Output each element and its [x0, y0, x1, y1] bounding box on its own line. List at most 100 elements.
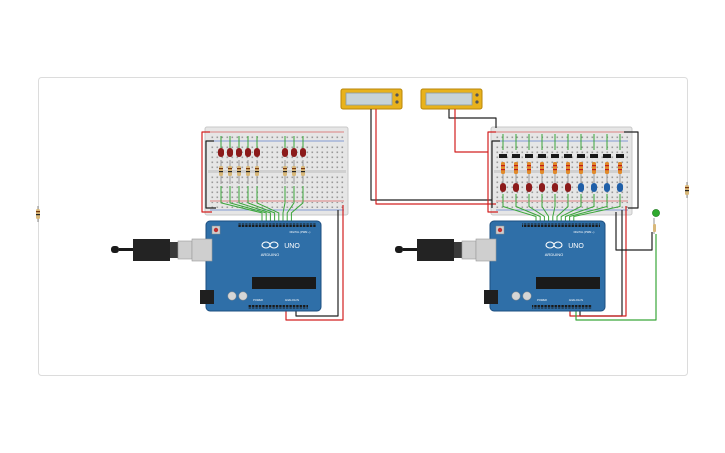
resistor-left-2[interactable] [228, 160, 232, 184]
wire-black-right-gnd [491, 140, 500, 208]
signal-wire-left-2 [229, 186, 267, 224]
signal-wire-left-1 [220, 186, 263, 224]
signal-wire-right-1 [502, 194, 537, 224]
indicator-led[interactable] [652, 209, 660, 234]
lcd-display-left[interactable] [340, 88, 403, 110]
led-left-6[interactable] [282, 136, 288, 157]
resistor-left-6[interactable] [283, 160, 287, 184]
wire-green-indicator [575, 234, 657, 321]
signal-wire-right-4 [541, 194, 550, 224]
led-left-2[interactable] [227, 136, 233, 157]
resistor-right-edge[interactable] [685, 182, 689, 198]
resistor-left-1[interactable] [219, 160, 223, 184]
brand-text-left: ARDUINO [261, 252, 279, 257]
led-blue-right-9[interactable] [604, 174, 610, 192]
pcb-right [489, 220, 606, 312]
signal-wire-right-10 [573, 194, 621, 224]
led-blue-right-7[interactable] [578, 174, 584, 192]
signal-wire-right-6 [556, 194, 569, 224]
usb-cable-left [111, 239, 193, 261]
power-label-right: POWER [537, 298, 547, 302]
resistor-right-2[interactable] [512, 134, 520, 174]
led-left-3[interactable] [236, 136, 242, 157]
brand-text-right: ARDUINO [545, 252, 563, 257]
model-text-left: UNO [284, 243, 300, 250]
model-text-right: UNO [568, 243, 584, 250]
resistor-right-6[interactable] [564, 134, 572, 174]
components-layer [218, 134, 624, 192]
wire-red-lcd-left [375, 109, 496, 205]
signal-wire-right-9 [569, 194, 608, 224]
breadboard-left [204, 126, 349, 216]
resistor-right-10[interactable] [616, 134, 624, 174]
wire-red-right-to-arduino [569, 206, 627, 317]
led-red-right-3[interactable] [526, 174, 532, 192]
power-jack-left [200, 290, 214, 304]
resistor-right-4[interactable] [538, 134, 546, 174]
pcb-left [205, 220, 322, 312]
signal-wire-left-6 [282, 186, 286, 224]
led-left-8[interactable] [300, 136, 306, 157]
lcd-display-right[interactable] [420, 88, 483, 110]
analog-label-left: ANALOG IN [285, 298, 299, 302]
signal-wire-right-3 [528, 194, 545, 224]
led-left-7[interactable] [291, 136, 297, 157]
resistor-right-1[interactable] [499, 134, 507, 174]
resistor-left-3[interactable] [237, 160, 241, 184]
digital-header-left [238, 223, 316, 227]
wire-red-right-power [487, 131, 498, 213]
resistor-right-9[interactable] [603, 134, 611, 174]
signal-wire-left-3 [238, 186, 271, 224]
power-header-right [532, 305, 592, 309]
arduino-left[interactable]: ARDUINO UNO DIGITAL (PWM ~) POWER ANALOG… [111, 220, 322, 312]
led-red-right-2[interactable] [513, 174, 519, 192]
resistor-left-8[interactable] [301, 160, 305, 184]
signal-wire-left-5 [256, 186, 280, 224]
digital-header-right [522, 223, 600, 227]
resistor-right-8[interactable] [590, 134, 598, 174]
wire-black-lcd-left [370, 109, 492, 201]
wire-black-right-to-led [615, 212, 653, 251]
analog-label-right: ANALOG IN [569, 298, 583, 302]
led-red-right-6[interactable] [565, 174, 571, 192]
resistor-left-7[interactable] [292, 160, 296, 184]
arduino-logo-right [545, 241, 563, 249]
digital-label-left: DIGITAL (PWM ~) [290, 230, 311, 234]
signal-wire-right-2 [515, 194, 541, 224]
wire-red-left-power [201, 131, 212, 213]
wire-black-left-gnd [205, 140, 216, 209]
resistor-left-4[interactable] [246, 160, 250, 184]
arduino-right[interactable]: ARDUINO UNO DIGITAL (PWM ~) POWER ANALOG… [395, 220, 606, 312]
resistor-right-3[interactable] [525, 134, 533, 174]
led-left-5[interactable] [254, 136, 260, 157]
led-blue-right-10[interactable] [617, 174, 623, 192]
led-red-right-1[interactable] [500, 174, 506, 192]
usb-jack-right [475, 238, 497, 262]
signal-wire-right-7 [560, 194, 582, 224]
breadboard-right [490, 126, 633, 216]
wire-black-left-to-gnd [295, 210, 339, 317]
signal-wire-right-8 [564, 194, 595, 224]
resistor-right-7[interactable] [577, 134, 585, 174]
signal-wire-left-8 [290, 186, 304, 224]
usb-cable-right [395, 239, 477, 261]
led-red-right-4[interactable] [539, 174, 545, 192]
chip-right [536, 277, 600, 289]
led-red-right-5[interactable] [552, 174, 558, 192]
power-label-left: POWER [253, 298, 263, 302]
power-header-left [248, 305, 308, 309]
wire-black-right-side [624, 131, 639, 209]
signal-wire-right-5 [552, 194, 556, 224]
chip-left [252, 277, 316, 289]
signal-wires-left [220, 186, 304, 224]
usb-jack-left [191, 238, 213, 262]
signal-wire-left-7 [286, 186, 295, 224]
resistor-left-5[interactable] [255, 160, 259, 184]
led-left-1[interactable] [218, 136, 224, 157]
led-blue-right-8[interactable] [591, 174, 597, 192]
resistor-right-5[interactable] [551, 134, 559, 174]
digital-label-right: DIGITAL (PWM ~) [574, 230, 595, 234]
led-left-4[interactable] [245, 136, 251, 157]
resistor-left-edge[interactable] [36, 206, 40, 222]
signal-wires-right [502, 194, 621, 224]
